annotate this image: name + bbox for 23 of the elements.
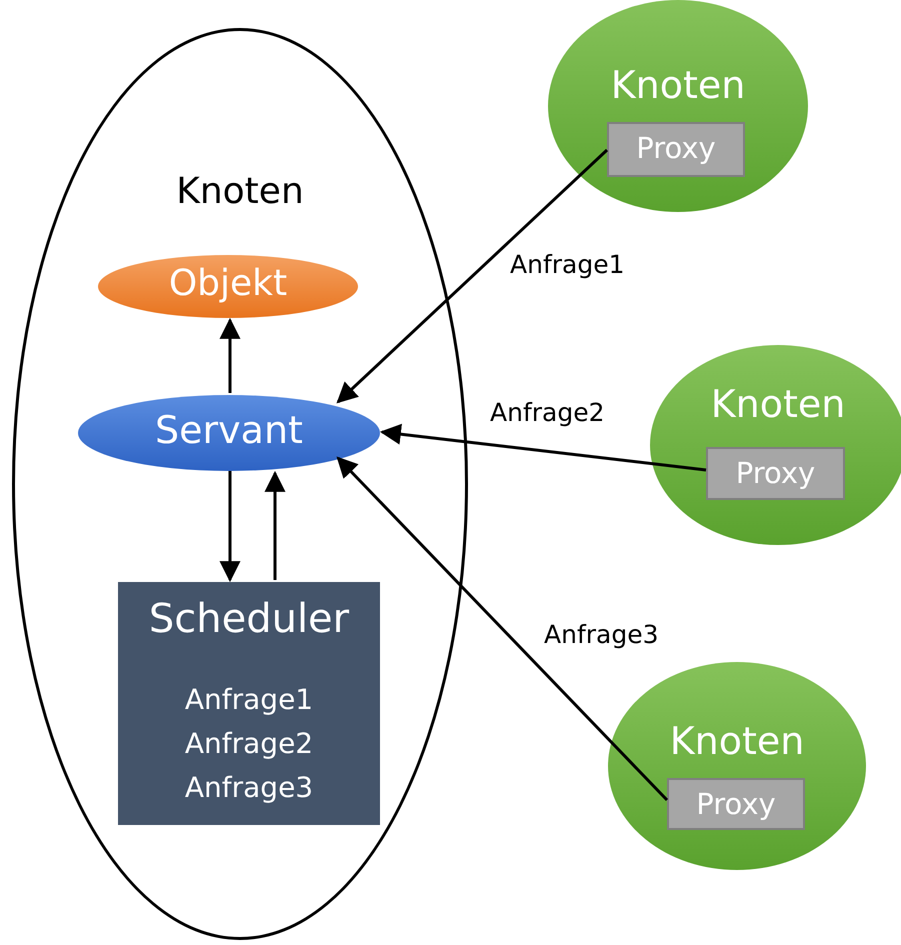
scheduler-box xyxy=(118,582,380,825)
node-title: Proxy xyxy=(635,132,717,166)
proxy-box xyxy=(607,122,745,177)
arrow xyxy=(336,456,668,802)
proxy-box xyxy=(706,447,845,500)
arrow xyxy=(336,148,608,404)
node-title: Scheduler xyxy=(148,596,350,642)
node-title: Proxy xyxy=(695,788,777,822)
arrow xyxy=(264,470,286,580)
request-item: Anfrage3 xyxy=(184,772,314,804)
proxy-box xyxy=(667,778,805,830)
node-title: Knoten xyxy=(175,171,305,212)
request-item: Anfrage2 xyxy=(184,728,314,760)
node-title: Servant xyxy=(154,409,304,453)
arrow xyxy=(220,318,240,393)
request-item: Anfrage1 xyxy=(184,684,314,716)
arrow xyxy=(220,471,240,582)
node-title: Proxy xyxy=(734,457,816,490)
node-title: Knoten xyxy=(710,383,846,427)
node-title: Knoten xyxy=(668,720,806,764)
node-title: Objekt xyxy=(168,263,288,304)
node-title: Knoten xyxy=(610,64,746,108)
arrow xyxy=(380,424,706,472)
